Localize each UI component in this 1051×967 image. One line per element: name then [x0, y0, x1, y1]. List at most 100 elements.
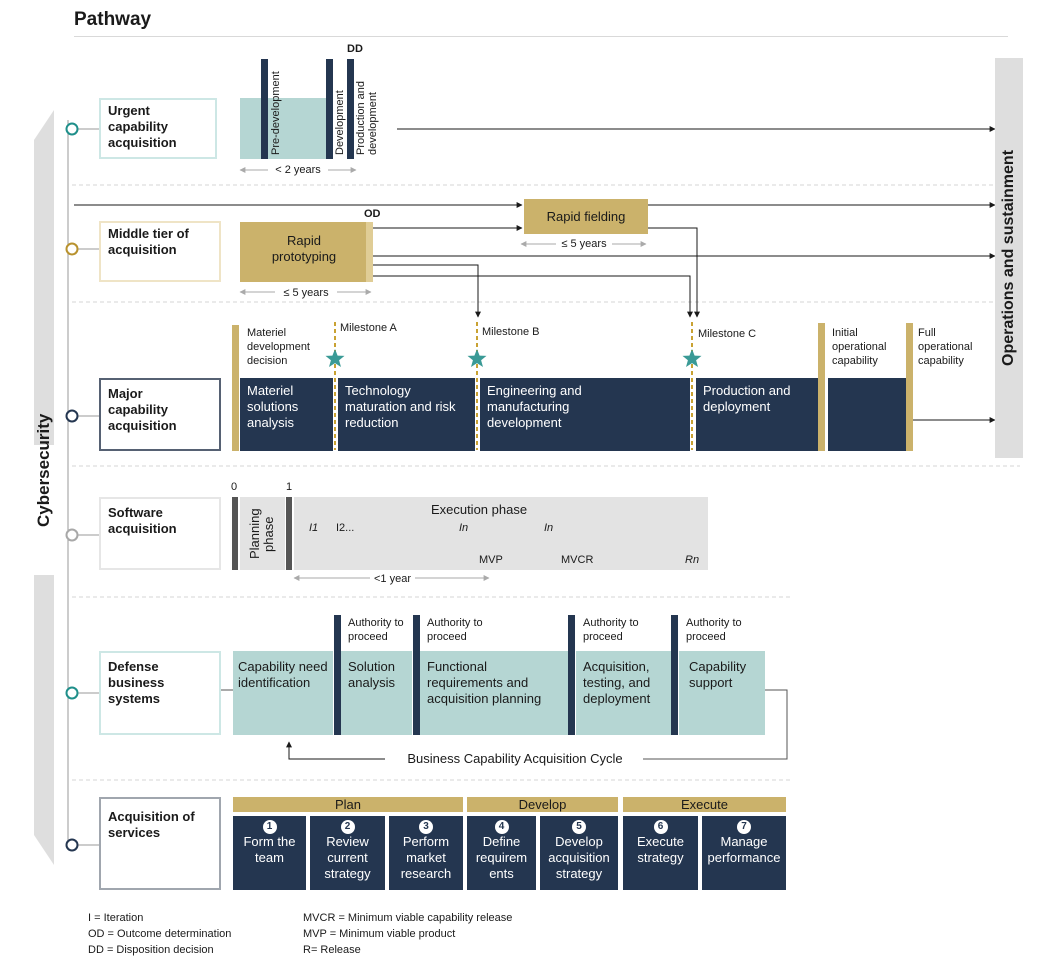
- urgent-pre-development: Pre-development: [270, 71, 282, 155]
- step-number: 1: [262, 820, 277, 834]
- legend-dd: DD = Disposition decision: [88, 944, 214, 956]
- milestone-c-label: Milestone C: [698, 328, 757, 340]
- step-label: Manage performance: [707, 834, 781, 865]
- phase-msa: [240, 378, 333, 451]
- step-label: Form the team: [243, 834, 296, 865]
- services-step-1: 1 Form the team: [233, 816, 306, 890]
- iteration-n2: In: [544, 522, 554, 534]
- atp-bar-3: [568, 615, 575, 735]
- step-number: 2: [340, 820, 355, 834]
- planning-label: Planning phase: [247, 508, 276, 560]
- services-node: [65, 838, 79, 852]
- fielding-duration: ≤ 5 years: [561, 238, 607, 250]
- phase-pd-label: Production and deployment: [703, 383, 791, 414]
- release-label: Rn: [685, 554, 700, 566]
- step-number: 6: [653, 820, 668, 834]
- phase-emd-label: Engineering and manufacturing developmen…: [487, 383, 582, 430]
- dbs-cycle-label: Business Capability Acquisition Cycle: [387, 751, 643, 767]
- legend-od: OD = Outcome determination: [88, 928, 232, 940]
- atp-4: Authority to proceed: [686, 617, 742, 643]
- legend-mvcr: MVCR = Minimum viable capability release: [303, 912, 513, 924]
- dbs-cni-label: Capability need identification: [238, 659, 328, 690]
- urgent-production: Production and development: [355, 81, 379, 155]
- phase-tmrr-label: Technology maturation and risk reduction: [345, 383, 456, 430]
- step-label: Review current strategy: [324, 834, 371, 881]
- urgent-duration: < 2 years: [275, 164, 321, 176]
- services-step-5: 5 Develop acquisition strategy: [540, 816, 618, 890]
- software-one: 1: [286, 481, 293, 493]
- step-label: Define requirements: [475, 834, 528, 881]
- dbs-sa: [341, 651, 412, 735]
- planning-block: [240, 497, 285, 570]
- pathway-services: Acquisition of services: [99, 797, 221, 890]
- atp-1: Authority to proceed: [348, 617, 404, 643]
- software-node: [65, 528, 79, 542]
- operations-sustainment-label: Operations and sustainment: [1000, 149, 1017, 367]
- services-step-7: 7 Manage performance: [702, 816, 786, 890]
- atp-bar-4: [671, 615, 678, 735]
- services-header-plan: Plan: [233, 797, 463, 812]
- atp-2: Authority to proceed: [427, 617, 483, 643]
- atp-bar-1: [334, 615, 341, 735]
- mdd-label: Materiel development decision: [247, 327, 310, 367]
- title-rule: [74, 36, 1008, 37]
- dbs-node: [65, 686, 79, 700]
- services-step-2: 2 Review current strategy: [310, 816, 385, 890]
- dbs-cs: [679, 651, 765, 735]
- pathway-urgent: Urgent capability acquisition: [99, 98, 217, 159]
- pathway-software: Software acquisition: [99, 497, 221, 570]
- iteration-n1: In: [459, 522, 469, 534]
- execution-block: [294, 497, 708, 570]
- mta-od-label: OD: [364, 208, 381, 220]
- milestone-b-star: [467, 349, 487, 367]
- atp-3: Authority to proceed: [583, 617, 639, 643]
- atp-bar-2: [413, 615, 420, 735]
- ioc-block: [828, 378, 906, 451]
- rapid-fielding-block: [524, 199, 648, 234]
- pathway-dbs: Defense business systems: [99, 651, 221, 735]
- major-node: [65, 409, 79, 423]
- milestone-c-star: [682, 349, 702, 367]
- urgent-development: Development: [334, 90, 346, 155]
- iteration-2: I2...: [336, 522, 355, 534]
- milestone-a-label: Milestone A: [340, 322, 397, 334]
- legend-r: R= Release: [303, 944, 361, 956]
- step-label: Perform market research: [400, 834, 452, 881]
- rapid-prototyping-edge: [366, 222, 373, 282]
- phase-tmrr: [338, 378, 475, 451]
- rapid-prototyping-block: [240, 222, 373, 282]
- services-step-6: 6 Execute strategy: [623, 816, 698, 890]
- urgent-bar-1: [261, 59, 268, 159]
- foc-bar: [906, 323, 913, 451]
- ioc-label: Initial operational capability: [832, 327, 887, 367]
- services-header-develop: Develop: [467, 797, 618, 812]
- step-number: 4: [494, 820, 509, 834]
- cybersecurity-arrow: [34, 110, 54, 865]
- rapid-fielding-label: Rapid fielding: [546, 209, 626, 224]
- software-zero: 0: [231, 481, 238, 493]
- mvcr-label: MVCR: [561, 554, 594, 566]
- services-step-4: 4 Define requirements: [467, 816, 536, 890]
- services-step-3: 3 Perform market research: [389, 816, 463, 890]
- ioc-bar: [818, 323, 825, 451]
- legend-iteration: I = Iteration: [88, 912, 144, 924]
- phase-msa-label: Materiel solutions analysis: [247, 383, 299, 430]
- milestone-b-label: Milestone B: [482, 326, 540, 338]
- prototyping-duration: ≤ 5 years: [283, 287, 329, 299]
- foc-label: Full operational capability: [918, 327, 973, 367]
- step-label: Develop acquisition strategy: [548, 834, 610, 881]
- pathway-mta: Middle tier of acquisition: [99, 221, 221, 282]
- dbs-frap: [420, 651, 568, 735]
- software-duration: <1 year: [374, 573, 411, 585]
- step-number: 3: [419, 820, 433, 834]
- urgent-bar-2: [326, 59, 333, 159]
- phase-emd: [480, 378, 690, 451]
- execution-label: Execution phase: [430, 502, 528, 517]
- urgent-node: [65, 122, 79, 136]
- step-label: Execute strategy: [637, 834, 684, 865]
- legend-mvp: MVP = Minimum viable product: [303, 928, 456, 940]
- iteration-1: I1: [309, 522, 319, 534]
- mta-node: [65, 242, 79, 256]
- software-bar-0: [232, 497, 238, 570]
